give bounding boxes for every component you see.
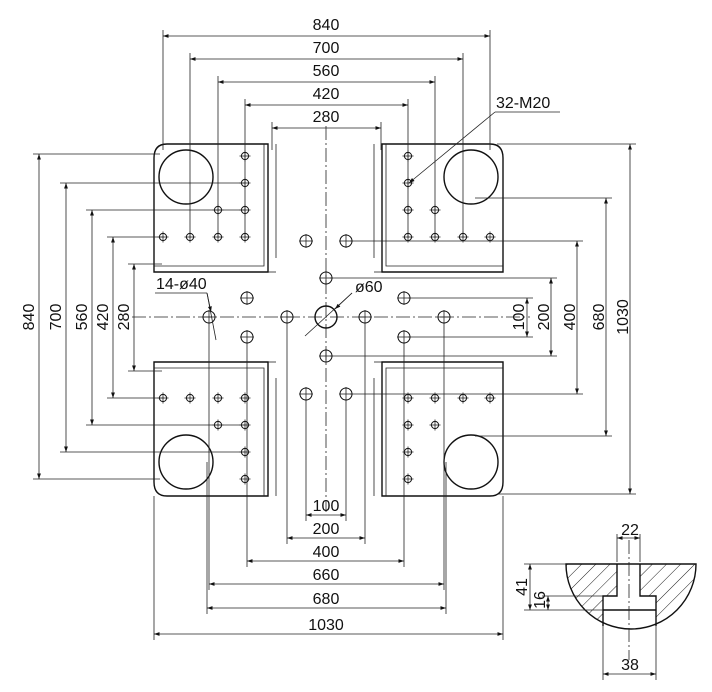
platen-outline (153, 143, 504, 497)
dim-top-840: 840 (313, 17, 340, 34)
center-hole (314, 305, 338, 329)
m20-hole (429, 419, 441, 431)
m20-hole (239, 392, 251, 404)
callouts: 32-M20 14-ø40 ø60 (155, 95, 560, 341)
dim-right-400: 400 (562, 304, 579, 331)
dim-bottom-400: 400 (313, 544, 340, 561)
left-dimensions: 840 700 560 420 280 (21, 153, 245, 480)
dim-top-420: 420 (313, 86, 340, 103)
m20-hole (212, 392, 224, 404)
dim-left-420: 420 (95, 304, 112, 331)
dim-left-280: 280 (116, 304, 133, 331)
detail-depth-total: 41 (514, 578, 531, 596)
m20-hole (239, 473, 251, 485)
dim-left-840: 840 (21, 304, 38, 331)
dim-top-700: 700 (313, 40, 340, 57)
dim-bottom-660: 660 (313, 567, 340, 584)
dim-right-1030: 1030 (615, 299, 632, 335)
detail-bottom-width: 38 (621, 657, 639, 674)
dim-right-680: 680 (591, 304, 608, 331)
right-dimensions: 1030 680 400 200 100 (330, 143, 636, 495)
dim-bottom-100: 100 (313, 498, 340, 515)
detail-depth-small: 16 (532, 591, 549, 609)
dim-bottom-680: 680 (313, 591, 340, 608)
threaded-holes (157, 150, 496, 485)
dim-left-700: 700 (48, 304, 65, 331)
detail-top-width: 22 (621, 522, 639, 539)
top-dimensions: 840 700 560 420 280 (162, 17, 491, 238)
dim-bottom-200: 200 (313, 521, 340, 538)
callout-threads: 32-M20 (496, 95, 550, 112)
dim-top-280: 280 (313, 109, 340, 126)
m20-hole (184, 392, 196, 404)
dim-right-100: 100 (511, 304, 528, 331)
ejector-holes (202, 234, 451, 401)
callout-center-hole: ø60 (355, 279, 383, 296)
t-slot-detail: 22 41 16 38 (514, 522, 697, 680)
dim-left-560: 560 (74, 304, 91, 331)
center-lines (132, 126, 530, 512)
dim-bottom-1030: 1030 (308, 617, 344, 634)
dim-right-200: 200 (536, 304, 553, 331)
bottom-dimensions: 100 200 400 660 680 1030 (153, 323, 504, 640)
tie-bar-holes (158, 149, 499, 490)
dim-top-560: 560 (313, 63, 340, 80)
callout-holes: 14-ø40 (156, 276, 207, 293)
